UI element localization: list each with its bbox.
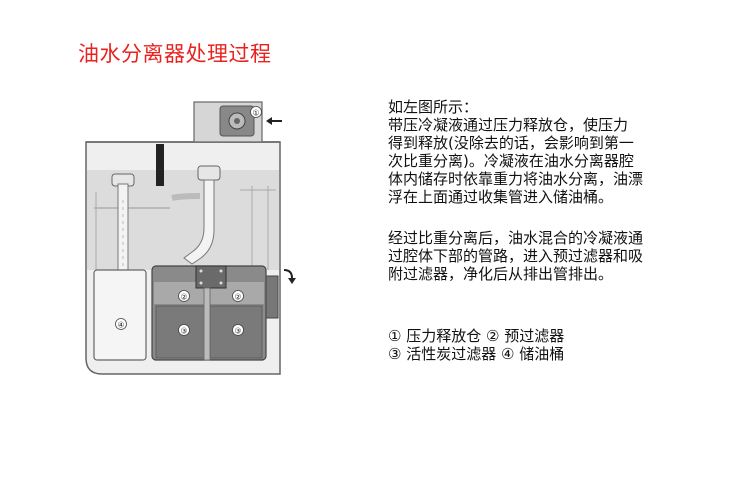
marker-1-circle [250, 106, 262, 118]
oil-storage-drum [93, 269, 147, 361]
description-line: 如左图所示： [388, 98, 479, 116]
legend: ① 压力释放仓 ② 预过滤器 ③ 活性炭过滤器 ④ 储油桶 [388, 327, 738, 363]
marker-3a: ③ [180, 327, 187, 336]
description-line: 过腔体下部的管路，进入预过滤器和吸 [388, 247, 644, 265]
description-line: 体内储存时依靠重力将油水分离，油漂 [388, 170, 644, 188]
outlet-arrow-icon [283, 269, 296, 284]
description-line: 次比重分离)。冷凝液在油水分离器腔 [388, 152, 634, 170]
inlet-arrow-icon [266, 117, 282, 125]
description-line: 附过滤器，净化后从排出管排出。 [388, 265, 614, 283]
legend-line: ③ 活性炭过滤器 ④ 储油桶 [388, 345, 565, 363]
description-line: 浮在上面通过收集管进入储油桶。 [388, 188, 614, 206]
description-line: 得到释放(没除去的话，会影响到第一 [388, 134, 634, 152]
separator-diagram: ① ④ [85, 101, 296, 375]
marker-2b: ② [234, 293, 241, 302]
description-paragraph-1: 如左图所示： 带压冷凝液通过压力释放仓，使压力 得到释放(没除去的话，会影响到第… [388, 98, 738, 206]
description-line: 经过比重分离后，油水混合的冷凝液通 [388, 229, 644, 247]
page-title: 油水分离器处理过程 [78, 42, 272, 66]
marker-2a: ② [180, 293, 187, 302]
description-line: 带压冷凝液通过压力释放仓，使压力 [388, 116, 629, 134]
marker-4: ④ [117, 321, 124, 330]
legend-line: ① 压力释放仓 ② 预过滤器 [388, 327, 565, 345]
marker-3b: ③ [234, 327, 241, 336]
drain-pipe [171, 165, 221, 265]
marker-1: ① [252, 109, 259, 118]
filter-housing [151, 265, 267, 361]
description-paragraph-2: 经过比重分离后，油水混合的冷凝液通 过腔体下部的管路，进入预过滤器和吸 附过滤器… [388, 229, 738, 283]
